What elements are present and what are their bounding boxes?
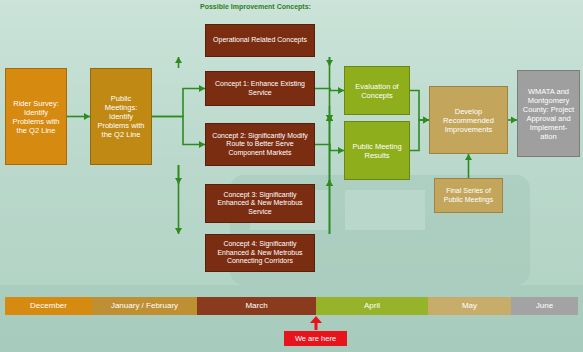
arrow-head <box>326 115 333 121</box>
timeline-band: March <box>197 297 316 315</box>
timeline-band: January / February <box>92 297 197 315</box>
flow-arrow <box>326 106 333 121</box>
connector-line <box>152 89 205 117</box>
concept-box: Concept 2: Significantly Modify Route to… <box>205 123 315 166</box>
flow-arrow <box>465 154 472 178</box>
arrow-head <box>326 115 333 121</box>
concept-box: Concept 1: Enhance Existing Service <box>205 71 315 106</box>
arrow-head <box>326 180 333 186</box>
connector-line <box>410 120 429 151</box>
process-box: Rider Survey: Identify Problems with the… <box>5 68 67 165</box>
photo-ground <box>0 285 583 352</box>
flow-arrow <box>508 117 517 124</box>
concept-box: Concept 4: Significantly Enhanced & New … <box>205 234 315 272</box>
node-label: June <box>536 301 553 311</box>
process-box: Public Meetings: Identify Problems with … <box>90 68 152 165</box>
concept-box: Concept 3: Significantly Enhanced & New … <box>205 184 315 223</box>
process-box: Develop Recommended Improvements <box>429 86 508 154</box>
here-arrow-shaft <box>315 322 318 330</box>
timeline-band: May <box>428 297 511 315</box>
connector-line <box>410 91 429 121</box>
flow-arrow <box>67 113 90 120</box>
arrow-head <box>465 154 472 160</box>
callout-box: We are here <box>284 331 347 346</box>
node-label: December <box>30 301 67 311</box>
node-label: Rider Survey: Identify Problems with the… <box>10 99 62 135</box>
bus-window <box>345 190 425 230</box>
connector-line <box>178 165 180 234</box>
flow-arrow <box>326 115 333 234</box>
flow-arrow <box>326 180 333 186</box>
connector-line <box>329 180 331 234</box>
here-arrow-head <box>310 316 322 323</box>
flow-arrow <box>175 165 182 234</box>
arrow-head <box>175 57 182 63</box>
timeline-band: December <box>5 297 92 315</box>
node-label: Concept 2: Significantly Modify Route to… <box>210 132 310 157</box>
timeline-band: April <box>316 297 428 315</box>
arrow-head <box>326 115 333 121</box>
arrow-head <box>326 180 333 186</box>
flow-arrow <box>152 85 205 117</box>
arrow-head <box>326 115 333 121</box>
node-label: Evaluation of Concepts <box>349 82 405 100</box>
connector-line <box>329 57 331 121</box>
flow-arrow <box>410 117 429 151</box>
diagram-title: Possible Improvement Concepts: <box>200 3 311 10</box>
concept-box: Operational Related Concepts <box>205 24 315 57</box>
node-label: January / February <box>111 301 178 311</box>
approval-box: WMATA and Montgomery County: Project App… <box>517 70 580 157</box>
connector-line <box>152 117 205 145</box>
flow-arrow <box>326 180 333 234</box>
node-label: Public Meetings: Identify Problems with … <box>95 94 147 139</box>
evaluation-box: Evaluation of Concepts <box>344 66 410 115</box>
node-label: Concept 4: Significantly Enhanced & New … <box>210 240 310 265</box>
arrow-head <box>175 228 182 234</box>
flow-arrow <box>410 91 429 124</box>
evaluation-box: Public Meeting Results <box>344 121 410 180</box>
node-label: March <box>245 301 267 311</box>
flow-arrow <box>315 145 344 155</box>
process-box: Final Series of Public Meetings <box>434 178 503 213</box>
node-label: Public Meeting Results <box>349 142 405 160</box>
flow-arrow <box>175 57 182 68</box>
node-label: Final Series of Public Meetings <box>439 187 498 204</box>
timeline-band: June <box>511 297 578 315</box>
node-label: We are here <box>295 334 336 343</box>
connector-line <box>329 115 331 234</box>
node-label: Concept 3: Significantly Enhanced & New … <box>210 191 310 216</box>
arrow-head <box>326 115 333 121</box>
node-label: April <box>364 301 380 311</box>
flow-arrow <box>152 117 205 149</box>
node-label: Operational Related Concepts <box>213 36 307 44</box>
node-label: WMATA and Montgomery County: Project App… <box>522 87 575 141</box>
node-label: Concept 1: Enhance Existing Service <box>210 80 310 97</box>
node-label: Develop Recommended Improvements <box>434 107 503 134</box>
node-label: May <box>462 301 477 311</box>
flow-arrow <box>326 57 333 121</box>
